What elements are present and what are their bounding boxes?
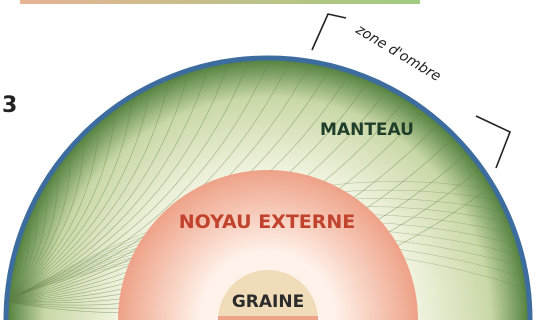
mantle-label: MANTEAU xyxy=(320,120,414,140)
outer-core-label: NOYAU EXTERNE xyxy=(179,211,356,233)
inner-core-label: GRAINE xyxy=(232,292,304,312)
top-color-band xyxy=(20,0,420,4)
figure-number: 3 xyxy=(2,93,17,118)
